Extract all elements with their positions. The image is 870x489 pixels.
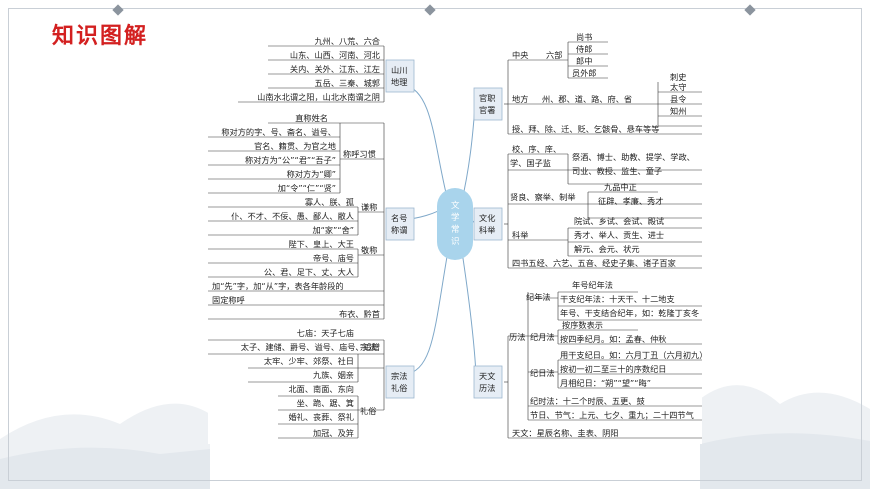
list-item: 固定称呼 <box>212 295 245 305</box>
list-item: 称对方的字、号、斋名、谥号、 <box>221 127 336 137</box>
category-label: 礼俗 <box>391 383 407 393</box>
center-char: 学 <box>451 212 460 223</box>
list-item: 院试、乡试、会试、殿试 <box>574 216 664 226</box>
list-item: 仆、不才、不佞、愚、鄙人、敝人 <box>231 211 354 221</box>
list-item: 按序数表示 <box>562 320 603 330</box>
list-item: 州、郡、道、路、府、省 <box>542 94 632 104</box>
list-item: 征辟、孝廉、秀才 <box>598 196 664 206</box>
category-label: 天文 <box>479 371 495 381</box>
list-item: 七庙：天子七庙 <box>297 328 354 338</box>
list-item: 按初一初二至三十的序数纪日 <box>560 364 666 374</box>
center-char: 常 <box>451 224 460 235</box>
category-guanzhi <box>473 87 503 121</box>
list-item: 员外郎 <box>572 68 597 78</box>
category-label: 山川 <box>391 65 407 75</box>
list-item: 六部 <box>546 50 562 60</box>
list-item: 尚书 <box>576 32 592 42</box>
category-shanchuan <box>385 59 415 93</box>
list-item: 九州、八荒、六合 <box>314 36 380 46</box>
category-minghao <box>385 207 415 241</box>
group-label: 地方 <box>512 94 528 104</box>
category-tianwen <box>473 365 503 399</box>
list-item: 解元、会元、状元 <box>574 244 640 254</box>
list-item: 祭酒、博士、助教、提学、学政、 <box>572 152 695 162</box>
list-item: 干支纪年法：十天干、十二地支 <box>560 294 675 304</box>
list-item: 加“先”字，加“从”字，表各年龄段的 <box>212 281 344 291</box>
page-title: 知识图解 <box>52 23 149 49</box>
list-item: 北面、南面、东向 <box>288 384 354 394</box>
list-item: 山东、山西、河南、河北 <box>290 50 380 60</box>
category-label: 地理 <box>391 77 407 87</box>
list-item: 天文：星辰名称、圭表、阴阳 <box>512 428 618 438</box>
list-item: 司业、教授、监生、童子 <box>572 166 662 176</box>
list-item: 月相纪日：“朔”“望”“晦” <box>560 378 651 388</box>
category-label: 科举 <box>479 225 495 235</box>
mountain-background <box>0 329 870 489</box>
group-label: 礼俗 <box>360 406 376 416</box>
list-item: 官名、籍贯、为官之地 <box>254 141 336 151</box>
list-item: 九族、姻亲 <box>313 370 354 380</box>
list-item: 刺史 <box>670 72 686 82</box>
list-item: 侍郎 <box>576 44 592 54</box>
list-item: 四书五经、六艺、五音、经史子集、诸子百家 <box>512 258 676 268</box>
group-label: 纪日法 <box>530 368 555 378</box>
list-item: 郎中 <box>576 56 592 66</box>
list-item: 加冠、及笄 <box>313 428 354 438</box>
list-item: 纪时法：十二个时辰、五更、鼓 <box>530 396 645 406</box>
list-item: 坐、跪、踞、箕 <box>297 398 354 408</box>
center-char: 识 <box>451 237 460 247</box>
category-label: 称谓 <box>391 225 407 235</box>
list-item: 年号、干支结合纪年，如：乾隆丁亥冬 <box>560 308 699 318</box>
list-item: 公、君、足下、丈、大人 <box>264 267 354 277</box>
list-item: 按四季纪月。如：孟春、仲秋 <box>560 334 666 344</box>
group-label: 纪年法 <box>526 292 551 302</box>
group-label: 称呼习惯 <box>343 149 376 159</box>
group-label: 中央 <box>512 50 528 60</box>
category-label: 宗法 <box>391 371 407 381</box>
list-item: 关内、关外、江东、江左 <box>290 64 380 74</box>
list-item: 山南水北谓之阳，山北水南谓之阴 <box>257 92 380 102</box>
category-label: 历法 <box>479 383 495 393</box>
list-item: 称对方为“公”“君”“吾子” <box>245 155 336 165</box>
center-char: 文 <box>451 200 460 211</box>
list-item: 陛下、皇上、大王 <box>288 239 354 249</box>
list-item: 校、序、庠、 <box>512 144 561 154</box>
list-item: 年号纪年法 <box>572 280 613 290</box>
category-label: 文化 <box>479 213 495 223</box>
list-item: 太子、建储、爵号、谥号、庙号、追赠 <box>241 342 380 352</box>
list-item: 称对方为“卿” <box>287 169 336 179</box>
category-zongfa <box>385 365 415 399</box>
group-label: 贤良、察举、制举 <box>510 192 576 202</box>
category-wenhua <box>473 207 503 241</box>
list-item: 加“家”“舍” <box>312 225 354 235</box>
list-item: 婚礼、丧葬、祭礼 <box>288 412 354 422</box>
category-label: 官署 <box>479 105 495 115</box>
list-item: 知州 <box>670 106 686 116</box>
group-label: 纪月法 <box>530 332 555 342</box>
list-item: 用干支纪日。如：六月丁丑（六月初九） <box>560 350 702 360</box>
category-label: 官职 <box>479 93 495 103</box>
list-item: 节日、节气：上元、七夕、重九；二十四节气 <box>530 410 694 420</box>
group-label: 科举 <box>512 230 528 240</box>
center-node <box>437 188 473 260</box>
list-item: 布衣、黔首 <box>339 309 380 319</box>
list-item: 太守 <box>670 82 686 92</box>
list-item: 授、拜、除、迁、贬、乞骸骨、悬车等等 <box>512 124 659 134</box>
category-label: 名号 <box>391 213 407 223</box>
list-item: 直称姓名 <box>295 113 328 123</box>
group-label: 宗法 <box>360 342 376 352</box>
list-item: 太牢、少牢、郊祭、社日 <box>264 356 354 366</box>
group-label: 历法 <box>509 332 525 342</box>
list-item: 加“令”“仁”“贤” <box>278 183 336 193</box>
list-item: 县令 <box>670 94 686 104</box>
list-item: 五岳、三秦、城郭 <box>314 78 380 88</box>
list-item: 秀才、举人、贡生、进士 <box>574 230 664 240</box>
group-label: 谦称 <box>361 202 377 212</box>
list-item: 九品中正 <box>604 182 637 192</box>
list-item: 寡人、朕、孤 <box>305 197 354 207</box>
mind-map: 文 学 常 识 山川 地理 名号 称谓 宗法 礼俗 官职 官署 文化 科举 天文… <box>208 30 707 444</box>
list-item: 帝号、庙号 <box>313 253 354 263</box>
group-label: 敬称 <box>361 245 377 255</box>
group-label: 学、国子监 <box>510 158 551 168</box>
